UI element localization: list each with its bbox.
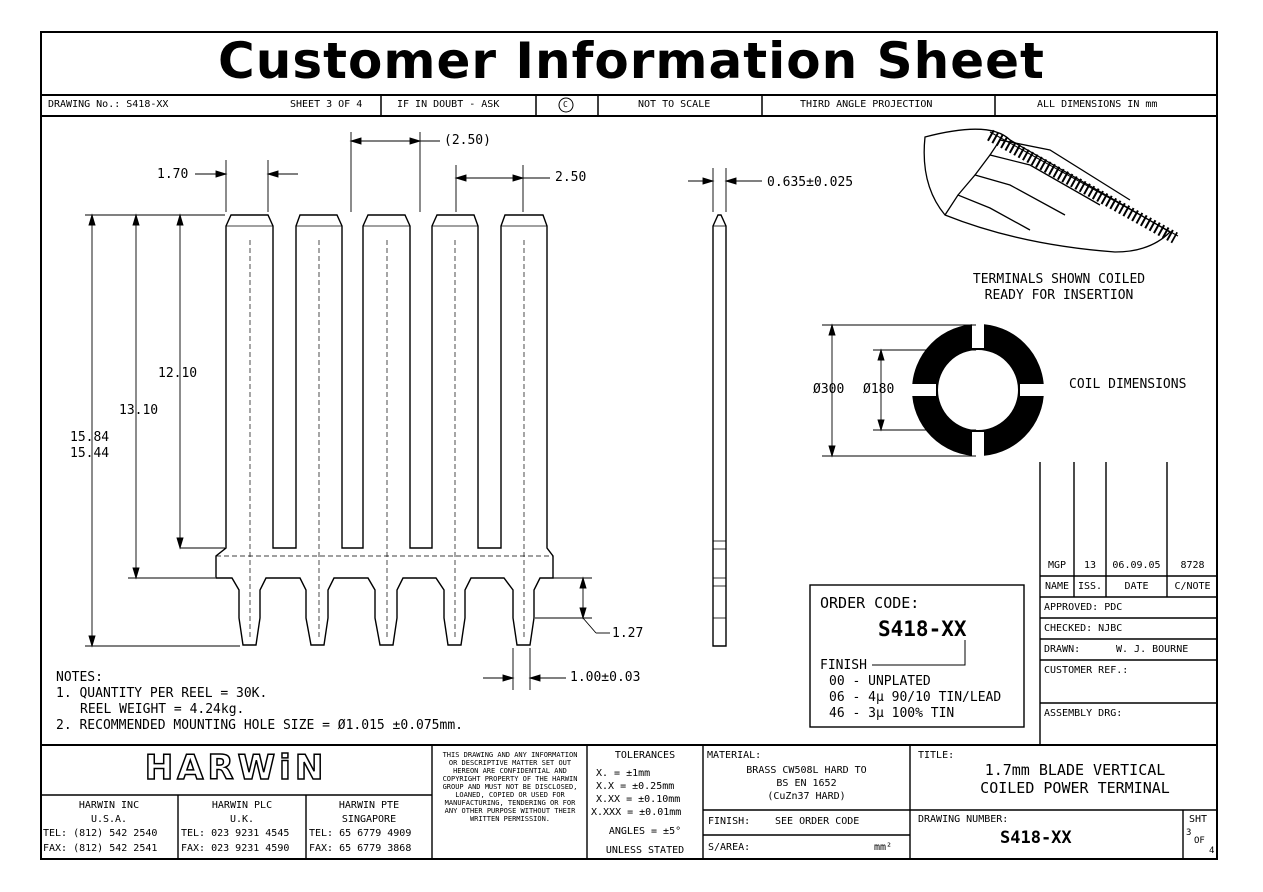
rev-name-header: NAME <box>1044 581 1070 592</box>
coil-ring <box>912 324 1044 456</box>
sheet-title: Customer Information Sheet <box>218 32 1045 90</box>
dimensions-unit: ALL DIMENSIONS IN mm <box>1037 99 1158 110</box>
not-to-scale: NOT TO SCALE <box>638 99 711 110</box>
title-label: TITLE: <box>918 750 955 761</box>
material-label: MATERIAL: <box>707 750 762 761</box>
material-line-3: (CuZn37 HARD) <box>767 791 846 802</box>
tolerances-heading: TOLERANCES <box>614 750 676 761</box>
inc-name: HARWIN INC <box>78 800 140 811</box>
confidential-notice: THIS DRAWING AND ANY INFORMATION OR DESC… <box>442 751 578 823</box>
terminal-side-view <box>712 214 727 647</box>
copyright-circle <box>558 97 574 113</box>
sheet-no: SHEET 3 OF 4 <box>290 99 363 110</box>
dim-1-27: 1.27 <box>612 626 644 641</box>
material-line-2: BS EN 1652 <box>776 778 837 789</box>
note-1b: REEL WEIGHT = 4.24kg. <box>80 702 245 717</box>
sht-total: 4 <box>1209 846 1215 856</box>
drawing-frame <box>40 31 1218 860</box>
finish-label: FINISH <box>820 658 867 673</box>
tolerance-xx: X.X = ±0.25mm <box>596 781 675 792</box>
order-code: S418-XX <box>878 617 967 641</box>
copyright-icon: C <box>563 100 568 109</box>
coil-dimensions-label: COIL DIMENSIONS <box>1069 377 1187 392</box>
finish-block-value: SEE ORDER CODE <box>775 816 860 827</box>
finish-option-46: 46 - 3µ 100% TIN <box>829 706 955 721</box>
pte-tel: TEL: 65 6779 4909 <box>309 828 412 839</box>
dim-coil-inner: Ø180 <box>863 382 895 397</box>
tolerance-xxx: X.XX = ±0.10mm <box>596 794 681 805</box>
tolerance-x: X. = ±1mm <box>596 768 651 779</box>
plc-name: HARWIN PLC <box>211 800 273 811</box>
plc-fax: FAX: 023 9231 4590 <box>181 843 290 854</box>
rev-iss-header: ISS. <box>1077 581 1103 592</box>
tolerance-xxxx: X.XXX = ±0.01mm <box>591 807 682 818</box>
sarea-unit: mm² <box>874 842 893 853</box>
sht-num: 3 <box>1186 828 1192 838</box>
sht-label: SHT <box>1189 814 1208 825</box>
dim-15-44: 15.44 <box>70 446 110 461</box>
plc-country: U.K. <box>229 814 255 825</box>
title-line-1: 1.7mm BLADE VERTICAL <box>984 761 1166 779</box>
dim-coil-outer: Ø300 <box>813 382 845 397</box>
terminal-front-view <box>215 214 554 646</box>
drawn-label: DRAWN: <box>1044 644 1081 655</box>
if-in-doubt: IF IN DOUBT - ASK <box>397 99 500 110</box>
note-1: 1. QUANTITY PER REEL = 30K. <box>56 686 268 701</box>
dim-pitch: (2.50) <box>444 133 491 148</box>
drawn-by: W. J. BOURNE <box>1116 644 1189 655</box>
coiled-label-1: TERMINALS SHOWN COILED <box>972 272 1146 287</box>
order-code-heading: ORDER CODE: <box>820 594 920 612</box>
finish-option-06: 06 - 4µ 90/10 TIN/LEAD <box>829 690 1002 705</box>
plc-tel: TEL: 023 9231 4545 <box>181 828 290 839</box>
coiled-terminals-illustration <box>923 128 1179 253</box>
finish-block-label: FINISH: <box>708 816 751 827</box>
approved: APPROVED: PDC <box>1044 602 1123 613</box>
dim-thickness: 0.635±0.025 <box>767 175 854 190</box>
rev-name: MGP <box>1047 560 1067 571</box>
sarea-label: S/AREA: <box>708 842 751 853</box>
drawing-number: S418-XX <box>1000 828 1072 848</box>
drawing-number-label: DRAWING NUMBER: <box>918 814 1009 825</box>
pte-country: SINGAPORE <box>341 814 397 825</box>
harwin-logo: HARWiN <box>144 748 328 788</box>
customer-ref: CUSTOMER REF.: <box>1044 665 1129 676</box>
dim-blade-width: 1.70 <box>157 167 189 182</box>
rev-date: 06.09.05 <box>1112 560 1161 571</box>
sht-of: OF <box>1194 836 1205 846</box>
pte-fax: FAX: 65 6779 3868 <box>309 843 412 854</box>
rev-iss: 13 <box>1083 560 1097 571</box>
note-2: 2. RECOMMENDED MOUNTING HOLE SIZE = Ø1.0… <box>56 718 463 733</box>
dim-15-84: 15.84 <box>70 430 110 445</box>
coiled-label-2: READY FOR INSERTION <box>984 288 1134 303</box>
checked: CHECKED: NJBC <box>1044 623 1123 634</box>
finish-option-00: 00 - UNPLATED <box>829 674 931 689</box>
rev-cnote: 8728 <box>1180 560 1205 571</box>
inc-fax: FAX: (812) 542 2541 <box>43 843 158 854</box>
inc-country: U.S.A. <box>90 814 128 825</box>
rev-cnote-header: C/NOTE <box>1174 581 1211 592</box>
pte-name: HARWIN PTE <box>338 800 400 811</box>
assembly-drg: ASSEMBLY DRG: <box>1044 708 1123 719</box>
title-line-2: COILED POWER TERMINAL <box>980 779 1170 797</box>
rev-date-header: DATE <box>1124 581 1149 592</box>
dim-gap: 2.50 <box>555 170 587 185</box>
angles-tolerance: ANGLES = ±5° <box>608 826 682 837</box>
projection: THIRD ANGLE PROJECTION <box>800 99 933 110</box>
unless-stated: UNLESS STATED <box>605 845 685 856</box>
inc-tel: TEL: (812) 542 2540 <box>43 828 158 839</box>
drawing-no: DRAWING No.: S418-XX <box>48 99 169 110</box>
front-dimensions <box>85 132 610 690</box>
notes-heading: NOTES: <box>56 670 103 685</box>
dim-tail-width: 1.00±0.03 <box>570 670 641 685</box>
dim-13-10: 13.10 <box>119 403 159 418</box>
material-line-1: BRASS CW508L HARD TO <box>746 765 867 776</box>
dim-12-10: 12.10 <box>158 366 198 381</box>
